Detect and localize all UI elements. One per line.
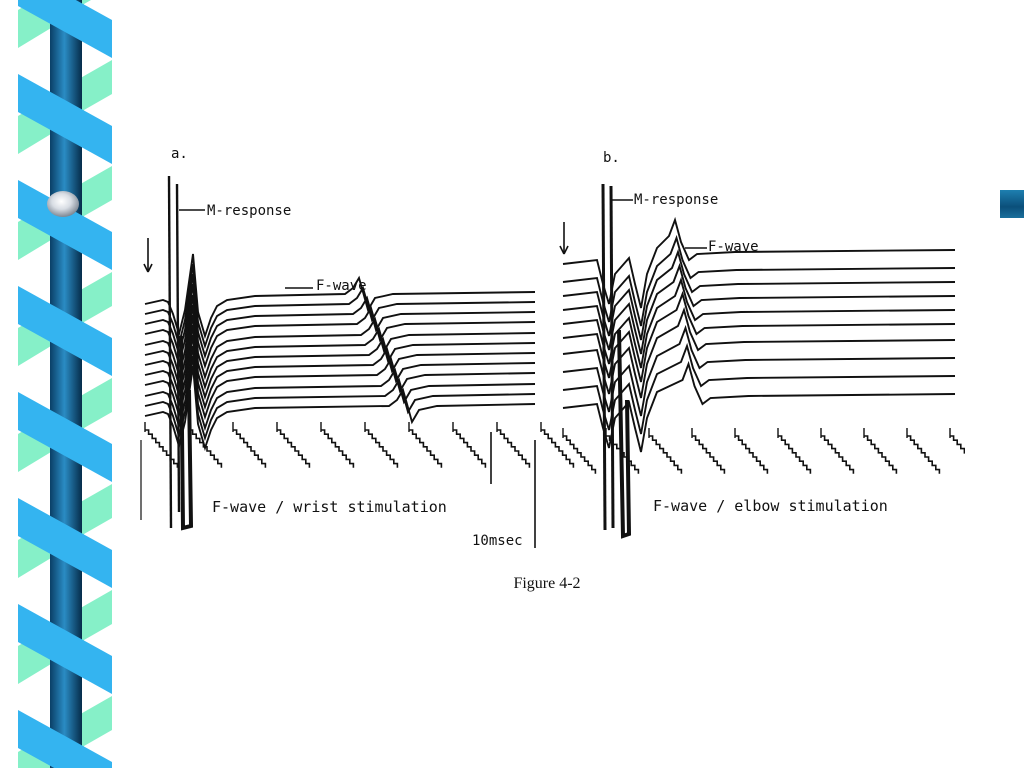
trace-line	[175, 183, 181, 513]
trace-line	[144, 345, 536, 432]
panel-a-traces	[140, 175, 575, 548]
ribbon-band	[84, 696, 112, 746]
trace-line	[562, 216, 956, 309]
trace-line	[233, 429, 267, 468]
panel-a-f-wave-label: F-wave	[316, 278, 367, 294]
trace-line	[562, 262, 956, 355]
trace-line	[649, 435, 683, 474]
ribbon-band	[84, 484, 112, 534]
ribbon-band	[84, 590, 112, 640]
trace-line	[562, 342, 956, 435]
trace-line	[563, 245, 569, 255]
trace-line	[562, 324, 956, 417]
ribbon-band	[18, 392, 112, 482]
bead-icon	[47, 191, 79, 217]
trace-line	[365, 429, 399, 468]
trace-line	[559, 245, 565, 255]
trace-line	[321, 429, 355, 468]
trace-line	[907, 435, 941, 474]
trace-line	[735, 435, 769, 474]
trace-line	[144, 294, 536, 381]
trace-line	[144, 324, 536, 411]
trace-line	[562, 306, 956, 399]
ribbon-band	[84, 378, 112, 428]
trace-line	[144, 314, 536, 401]
ribbon-band	[18, 710, 112, 768]
ribbon-band	[18, 498, 112, 588]
trace-line	[609, 185, 615, 529]
trace-line	[563, 435, 597, 474]
panel-a-m-response-label: M-response	[207, 203, 292, 219]
trace-line	[144, 273, 536, 360]
trace-line	[606, 435, 640, 474]
trace-line	[541, 429, 575, 468]
trace-line	[179, 335, 194, 531]
trace-line	[144, 355, 536, 442]
trace-line	[562, 276, 956, 369]
ribbon-band	[84, 60, 112, 110]
trace-line	[562, 234, 956, 327]
trace-line	[497, 429, 531, 468]
figure: a. M-response F-wave F-wave / wrist stim…	[135, 140, 984, 560]
trace-line	[144, 304, 536, 391]
panel-a-caption: F-wave / wrist stimulation	[212, 498, 447, 516]
trace-line	[189, 429, 223, 468]
ribbon-band	[84, 166, 112, 216]
trace-line	[562, 290, 956, 383]
trace-line	[778, 435, 812, 474]
panel-a-letter: a.	[171, 146, 188, 162]
trace-line	[453, 429, 487, 468]
decorative-ribbon	[18, 0, 112, 768]
trace-line	[864, 435, 898, 474]
ribbon-band	[18, 604, 112, 694]
trace-line	[950, 435, 984, 474]
ribbon-band	[84, 272, 112, 322]
trace-line	[144, 253, 536, 340]
trace-line	[692, 435, 726, 474]
panel-b-traces	[559, 183, 984, 539]
trace-line	[143, 263, 149, 273]
trace-line	[144, 263, 536, 350]
panel-b-f-wave-label: F-wave	[708, 239, 759, 255]
ribbon-band	[18, 74, 112, 164]
trace-line	[409, 429, 443, 468]
trace-line	[562, 248, 956, 341]
trace-line	[145, 429, 179, 468]
trace-line	[277, 429, 311, 468]
emg-traces	[140, 175, 984, 548]
trace-line	[601, 183, 607, 531]
figure-caption: Figure 4-2	[513, 575, 581, 592]
calibration-label: 10msec	[472, 533, 523, 549]
ribbon-band	[84, 0, 91, 4]
panel-b-letter: b.	[603, 150, 620, 166]
ribbon-band	[18, 180, 112, 270]
ribbon-front-icon	[18, 0, 112, 768]
panel-b-m-response-label: M-response	[634, 192, 719, 208]
trace-line	[147, 263, 153, 273]
trace-line	[562, 360, 956, 453]
panel-b-caption: F-wave / elbow stimulation	[653, 497, 888, 515]
trace-line	[167, 175, 173, 529]
ribbon-band	[18, 0, 112, 58]
trace-line	[144, 365, 536, 452]
trace-line	[821, 435, 855, 474]
trace-line	[617, 329, 632, 539]
ribbon-band	[18, 286, 112, 376]
tab-icon	[1000, 190, 1024, 218]
